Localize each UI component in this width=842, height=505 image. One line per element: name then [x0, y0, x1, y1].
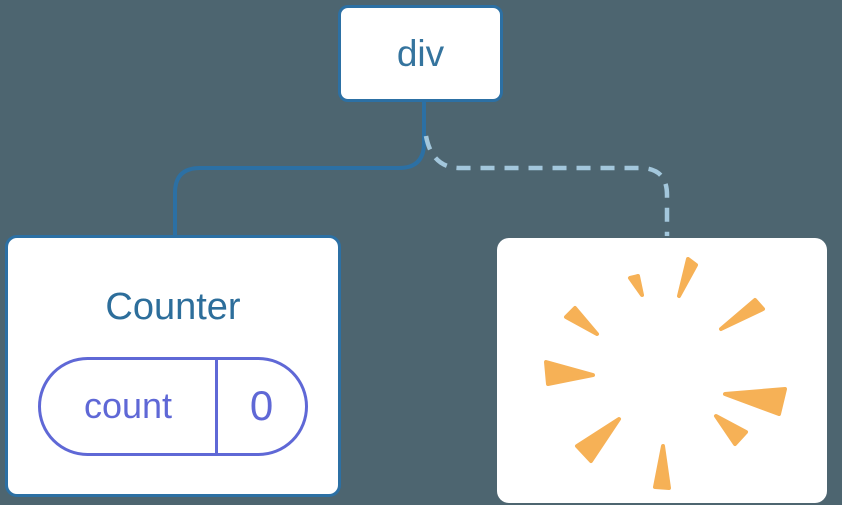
state-key-label: count — [83, 385, 173, 427]
state-value: 0 — [249, 382, 274, 430]
node-div-label: div — [396, 32, 445, 74]
counter-title: Counter — [105, 286, 241, 328]
tree-node-counter: Counter count 0 — [5, 235, 341, 497]
connector-dashed-line — [423, 135, 670, 236]
connector-solid-line — [173, 98, 426, 239]
tree-node-destroyed — [497, 238, 827, 503]
poof-burst-icon — [544, 257, 787, 490]
state-pill: count 0 — [38, 356, 308, 456]
state-pill-divider — [215, 359, 218, 453]
tree-node-div: div — [338, 5, 503, 102]
